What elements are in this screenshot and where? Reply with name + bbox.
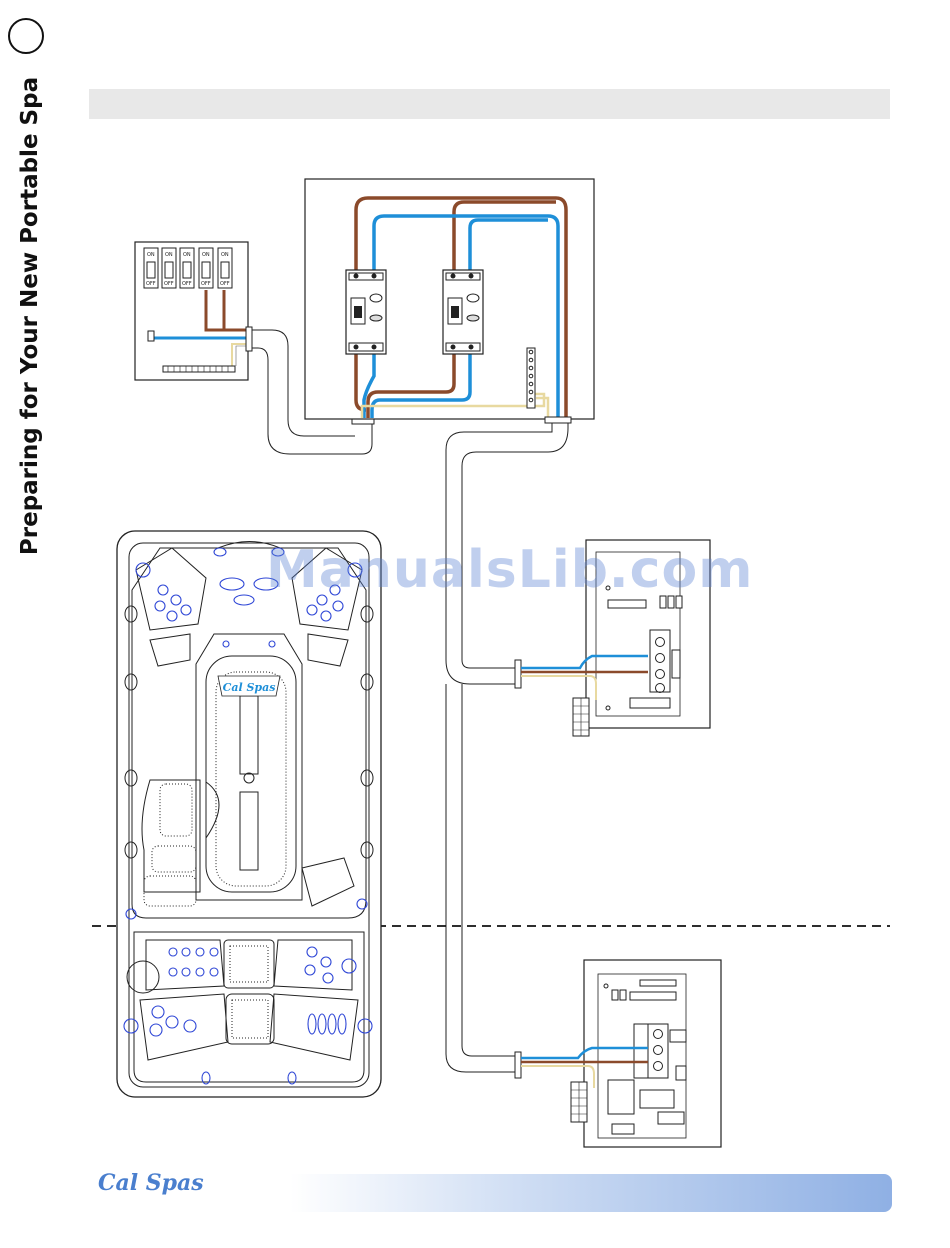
- svg-text:OFF: OFF: [201, 281, 211, 287]
- main-breaker-panel: ON OFF ON OFF ON OFF ON OFF ON OFF: [135, 242, 248, 380]
- svg-text:OFF: OFF: [146, 281, 156, 287]
- gfci-disconnect-box: [305, 179, 594, 423]
- spa-pack-lower: [521, 960, 721, 1147]
- svg-text:ON: ON: [221, 252, 229, 258]
- footer-bar: [290, 1174, 892, 1212]
- svg-text:OFF: OFF: [182, 281, 192, 287]
- gfci-breaker-1: [346, 270, 386, 354]
- watermark: ManualsLib.com: [266, 540, 753, 600]
- svg-text:OFF: OFF: [164, 281, 174, 287]
- gfci-breaker-2: [443, 270, 483, 354]
- svg-text:OFF: OFF: [220, 281, 230, 287]
- svg-text:ON: ON: [183, 252, 191, 258]
- spa-tub-top-view: [117, 531, 381, 1097]
- svg-text:ON: ON: [202, 252, 210, 258]
- svg-text:Cal Spas: Cal Spas: [223, 681, 276, 694]
- ground-bar: [527, 348, 535, 408]
- tub-logo-plate: Cal Spas: [218, 676, 280, 696]
- conduit-disconnect-to-spa-packs: [446, 423, 568, 1078]
- svg-text:ON: ON: [165, 252, 173, 258]
- breaker-switches: ON OFF ON OFF ON OFF ON OFF ON OFF: [144, 248, 232, 288]
- footer-brand-logo: Cal Spas: [98, 1170, 204, 1196]
- svg-text:ON: ON: [147, 252, 155, 258]
